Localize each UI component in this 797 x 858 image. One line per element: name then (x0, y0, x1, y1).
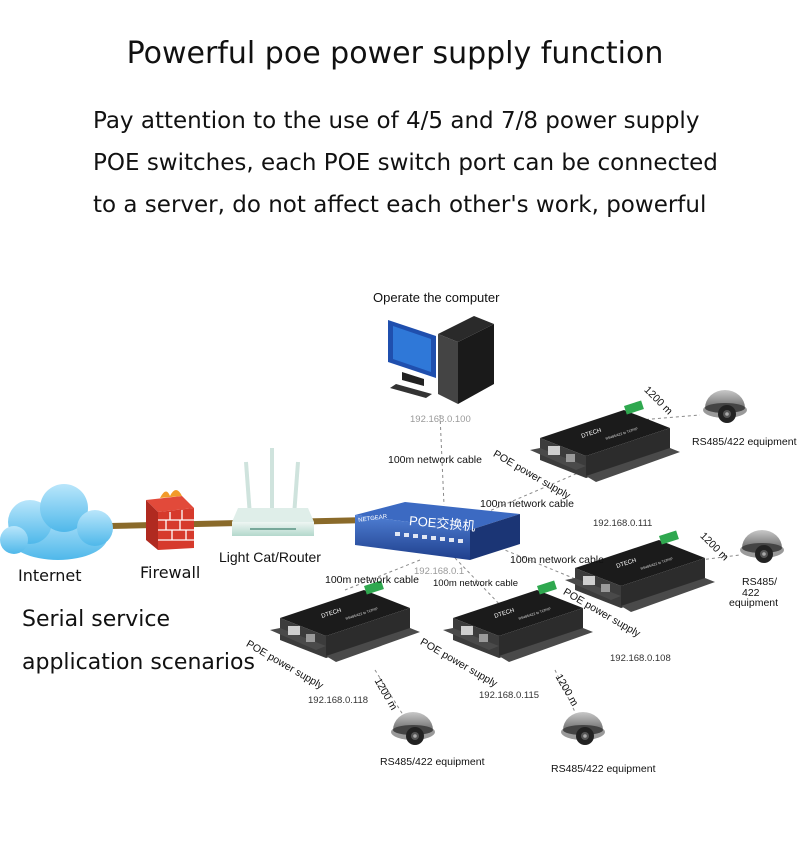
server-ip: 192.168.0.118 (308, 695, 369, 706)
equipment-label: RS485/ (742, 576, 778, 588)
cable-label: 100m network cable (388, 454, 482, 466)
equipment-label: 422 (742, 587, 760, 599)
camera-icon (561, 712, 605, 745)
page-title: Powerful poe power supply function (126, 36, 664, 71)
cloud-icon (0, 484, 113, 560)
camera-icon (740, 530, 784, 563)
camera-icon (391, 712, 435, 745)
server-ip: 192.168.0.111 (593, 518, 653, 529)
server-ip: 192.168.0.115 (479, 690, 540, 701)
poe-switch-icon (355, 502, 520, 560)
serial-server-111 (530, 400, 680, 482)
equipment-label: RS485/422 equipment (551, 763, 656, 775)
equipment-label: equipment (729, 597, 779, 609)
scenario-label-line2: application scenarios (22, 650, 255, 675)
switch-ip: 192.168.0.1 (414, 566, 465, 577)
description: Pay attention to the use of 4/5 and 7/8 … (93, 100, 753, 226)
serial-server-118 (270, 580, 420, 662)
cable-label: 100m network cable (480, 498, 574, 510)
camera-icon (703, 390, 747, 423)
description-line: Pay attention to the use of 4/5 and 7/8 … (93, 108, 700, 134)
description-line: POE switches, each POE switch port can b… (93, 150, 718, 176)
cable-label: 100m network cable (325, 574, 419, 586)
computer-label: Operate the computer (373, 290, 500, 305)
router-label: Light Cat/Router (219, 549, 321, 565)
cable-label: 100m network cable (433, 578, 519, 589)
computer-ip: 192.168.0.100 (410, 414, 471, 425)
equipment-label: RS485/422 equipment (380, 756, 485, 768)
firewall-label: Firewall (140, 563, 201, 582)
cable-label: 100m network cable (510, 554, 604, 566)
scenario-label-line1: Serial service (22, 607, 171, 632)
server-ip: 192.168.0.108 (610, 653, 671, 664)
router-icon (232, 448, 314, 536)
firewall-icon (146, 490, 194, 550)
internet-label: Internet (18, 566, 82, 585)
equipment-label: RS485/422 equipment (692, 436, 797, 448)
computer-icon (388, 316, 494, 404)
description-line: to a server, do not affect each other's … (93, 192, 707, 218)
